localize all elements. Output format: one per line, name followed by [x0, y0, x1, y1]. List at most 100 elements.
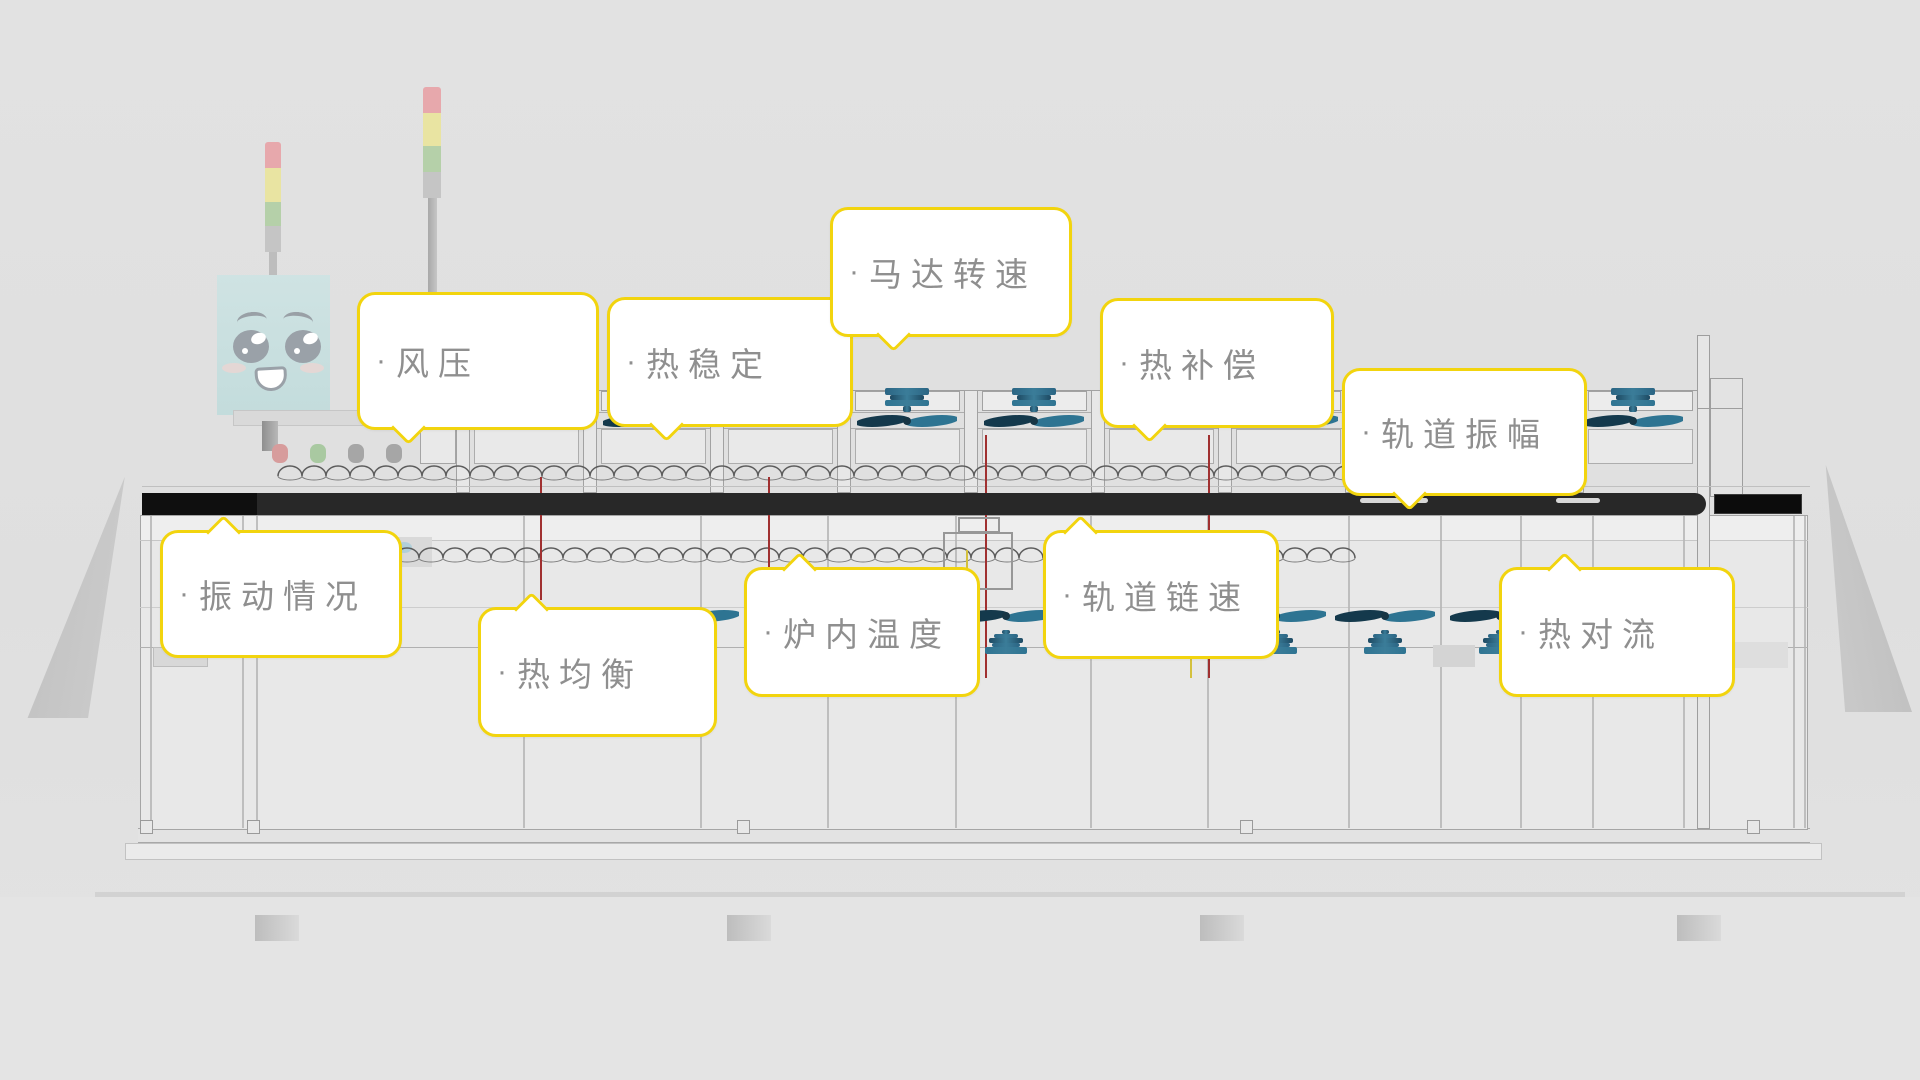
probe-line: [985, 435, 987, 678]
eye-highlight: [301, 330, 320, 347]
callout-track-chain-speed: · 轨道链速: [1043, 514, 1279, 659]
callout-label: 振动情况: [199, 578, 367, 615]
callout-oven-temperature: · 炉内温度: [744, 551, 980, 697]
callout-vibration-status: · 振动情况: [160, 514, 402, 658]
tower-light-gray: [423, 172, 441, 198]
callout-label: 热均衡: [517, 656, 643, 693]
tower-light-yellow: [423, 113, 441, 146]
motor-band: [1368, 638, 1402, 644]
robot-cheek-right: [300, 363, 324, 373]
oven-post: [242, 516, 244, 828]
mascot-platform-stub: [262, 421, 278, 451]
tower-light-yellow: [265, 168, 281, 202]
oven-vent-right: [1733, 642, 1788, 668]
fan-propeller: [1581, 415, 1685, 427]
motor-band: [890, 394, 924, 400]
machine-foot: [727, 915, 771, 941]
oven-post: [1440, 516, 1442, 828]
oven-top-strip: [141, 516, 1807, 540]
callout-bullet: ·: [1119, 346, 1129, 379]
tower-light-red: [423, 87, 441, 113]
tower-light-gray: [265, 226, 281, 252]
fan-propeller: [982, 415, 1086, 427]
motor-band: [1017, 394, 1051, 400]
bay-panel: [1236, 429, 1341, 464]
robot-cheek-left: [222, 363, 246, 373]
left-support-shadow: [27, 476, 125, 718]
tower-pole: [269, 252, 277, 276]
eye-highlight-small: [242, 348, 248, 354]
top-fan: [982, 388, 1086, 430]
upper-deck-left-stub: [420, 428, 456, 464]
upper-deck-top-line: [422, 390, 1712, 391]
machine-foot: [255, 915, 299, 941]
callout-label: 热稳定: [646, 346, 772, 383]
machine-plinth: [125, 843, 1822, 860]
exhaust-mast-link: [1697, 408, 1743, 409]
eye-highlight-small: [294, 348, 300, 354]
motor-band: [1616, 394, 1650, 400]
machine-base-rail: [138, 828, 1810, 843]
base-bracket: [247, 820, 260, 834]
conveyor-rail: [257, 493, 1706, 515]
motor-band: [985, 646, 1027, 654]
callout-track-amplitude: · 轨道振幅: [1342, 368, 1587, 512]
fan-propeller: [1333, 610, 1437, 622]
conveyor-rail-end-block: [1714, 494, 1802, 514]
bottom-fan: [1333, 607, 1437, 654]
motor-band: [1381, 630, 1389, 635]
mascot-robot: [217, 275, 330, 415]
oven-post: [150, 516, 152, 828]
base-bracket: [140, 820, 153, 834]
callout-motor-speed: · 马达转速: [830, 207, 1072, 353]
base-bracket: [1747, 820, 1760, 834]
callout-thermal-convection: · 热对流: [1499, 551, 1735, 697]
motor-band: [885, 388, 929, 395]
base-bracket: [737, 820, 750, 834]
motor-band: [989, 638, 1023, 644]
robot-mouth: [254, 366, 288, 392]
robot-brow-right: [282, 310, 314, 332]
callout-bullet: ·: [626, 345, 636, 378]
conveyor-rail-left: [142, 493, 257, 515]
fan-propeller: [855, 415, 959, 427]
robot-eye-left: [233, 330, 269, 363]
callout-thermal-compensation: · 热补偿: [1100, 298, 1334, 444]
probe-junction-box-small: [958, 517, 1000, 533]
motor-band: [903, 405, 911, 412]
motor-band: [994, 634, 1018, 638]
callout-bullet: ·: [376, 344, 386, 377]
rail-top-line: [142, 486, 1810, 487]
motor-band: [992, 643, 1020, 647]
bay-panel: [1588, 429, 1693, 464]
oven-post: [1804, 516, 1806, 828]
motor-band: [1012, 388, 1056, 395]
motor-band: [1611, 388, 1655, 395]
oven-post: [1090, 516, 1092, 828]
callout-tail: [875, 316, 912, 353]
callout-label: 热对流: [1538, 616, 1664, 653]
floor-edge-strip: [95, 892, 1905, 897]
upper-deck-prop-line: [456, 428, 1390, 429]
status-dot-1: [310, 444, 326, 463]
oven-post: [1793, 516, 1795, 828]
oven-post: [256, 516, 258, 828]
motor-band: [1629, 405, 1637, 412]
base-bracket: [1240, 820, 1253, 834]
top-fan: [1581, 388, 1685, 430]
callout-bullet: ·: [179, 577, 189, 610]
status-dot-2: [348, 444, 364, 463]
callout-label: 马达转速: [869, 256, 1037, 293]
chain-roller-dot: [396, 542, 412, 553]
eye-highlight: [249, 330, 268, 347]
callout-bullet: ·: [849, 255, 859, 288]
callout-bullet: ·: [1062, 577, 1072, 611]
status-dot-3: [386, 444, 402, 463]
robot-brow-left: [236, 310, 268, 332]
callout-bullet: ·: [497, 655, 507, 688]
motor-band: [1364, 646, 1406, 654]
conveyor-chain-top: [277, 461, 1383, 486]
fan-motor-stack: [857, 388, 957, 412]
fan-motor-stack: [956, 630, 1056, 654]
